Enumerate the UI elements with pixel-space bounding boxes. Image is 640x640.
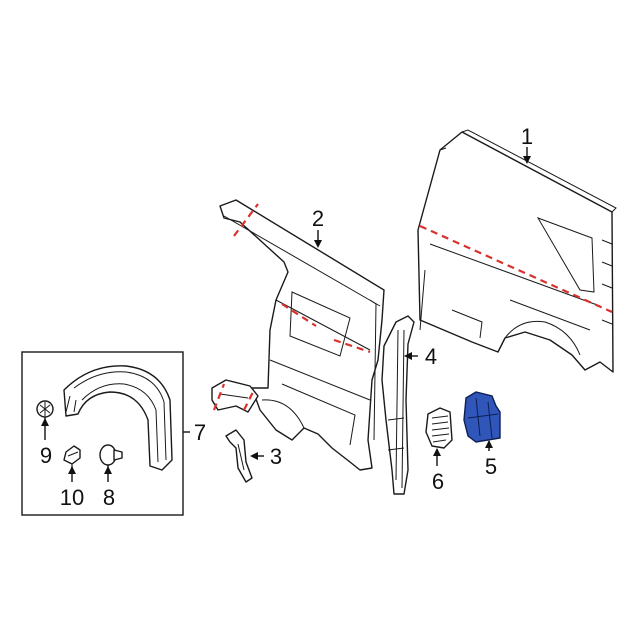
cut-line-panel-2-mid: [281, 303, 317, 327]
part-7-wheelhouse-liner: [63, 365, 173, 471]
part-1-outer-side-panel: [417, 129, 617, 373]
callout-4: 4: [425, 344, 437, 369]
callout-1: 1: [521, 124, 533, 149]
part-4-pillar-reinforcement: [381, 315, 415, 495]
cut-line-bracket-right: [243, 389, 255, 411]
part-6-vent-grille: [425, 407, 453, 449]
inset-frame: [21, 351, 184, 516]
cut-line-bracket-left: [212, 383, 226, 411]
callout-10: 10: [60, 485, 84, 510]
callout-labels: 1 2 3 4 5 6 7 8 9 10: [40, 124, 533, 510]
callout-8: 8: [103, 485, 115, 510]
callout-5: 5: [485, 454, 497, 479]
cut-line-panel-2-window: [333, 338, 371, 354]
part-10-push-pin: [63, 445, 81, 470]
cut-lines: [212, 203, 613, 411]
callout-6: 6: [432, 469, 444, 494]
callout-3: 3: [270, 444, 282, 469]
part-2-inner-side-panel: [219, 199, 385, 471]
part-9-clip: [36, 400, 54, 418]
callout-9: 9: [40, 443, 52, 468]
callout-7: 7: [194, 420, 206, 445]
part-5-highlighted-bracket: [463, 391, 501, 443]
leader-arrowheads: [41, 156, 531, 474]
part-8-grommet: [99, 444, 123, 466]
part-3-bracket: [225, 429, 253, 483]
wheelhouse-inset: [21, 351, 184, 516]
callout-2: 2: [312, 206, 324, 231]
cut-line-panel-2-top: [233, 203, 259, 237]
